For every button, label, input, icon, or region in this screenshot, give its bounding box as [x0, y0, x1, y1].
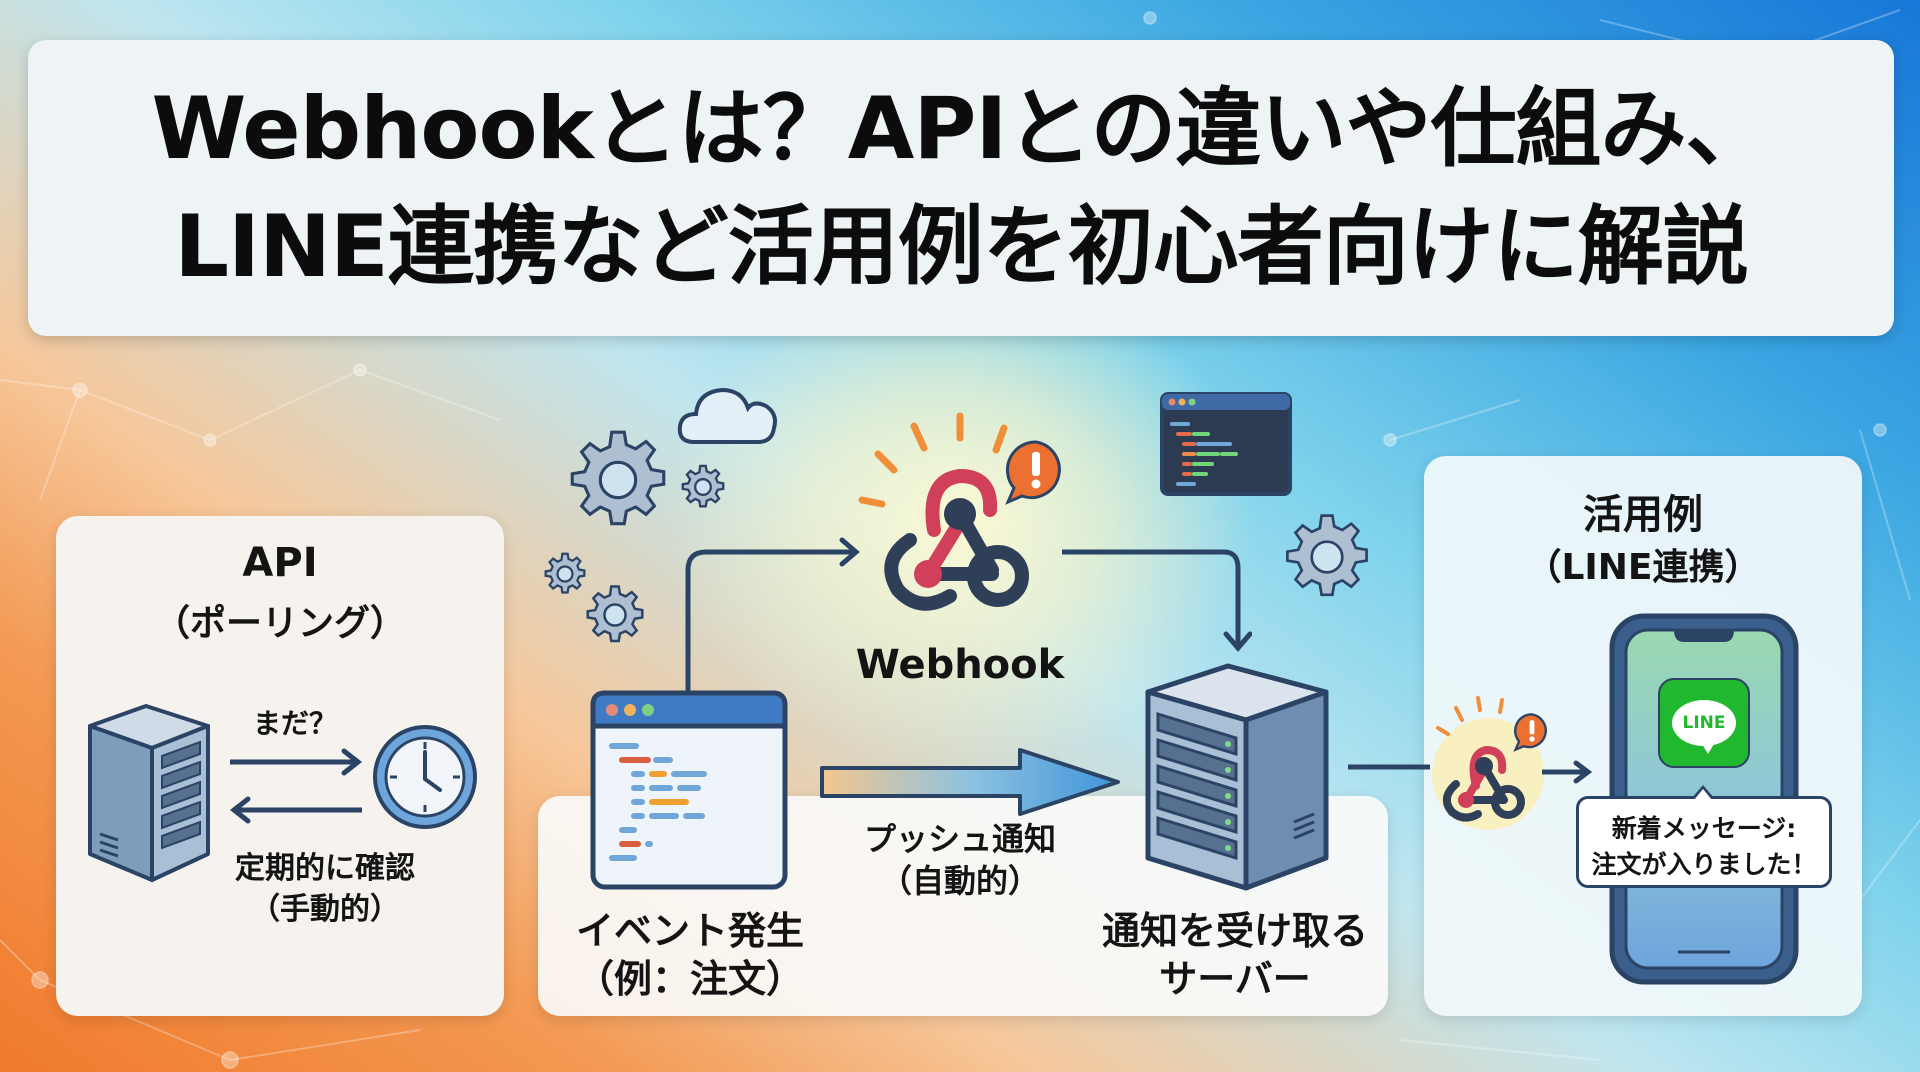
title-line-1: Webhookとは？APIとの違いや仕組み、 [151, 79, 1772, 179]
polling-request-label: まだ？ [252, 707, 337, 740]
webhook-hub-label: Webhook [855, 642, 1065, 688]
api-subheading: （ポーリング） [153, 603, 406, 644]
push-label-line-1: プッシュ通知 [863, 820, 1056, 858]
gear-icon [570, 430, 666, 526]
arrow-right-icon [230, 748, 363, 776]
event-to-webhook-arrow [685, 537, 860, 698]
title-line-2: LINE連携など活用例を初心者向けに解説 [174, 197, 1749, 297]
notification-speech-bubble: 新着メッセージ: 注文が入りました！ [1576, 785, 1832, 888]
push-arrow-icon [820, 748, 1120, 816]
receiver-label-line-1: 通知を受け取る [1101, 909, 1368, 953]
line-app-icon: LINE [1658, 678, 1750, 768]
notification-message-line-1: 新着メッセージ: [1611, 814, 1797, 843]
polling-caption-line-2: （手動的） [250, 892, 400, 927]
arrow-left-icon [229, 796, 362, 824]
event-label-line-1: イベント発生 [575, 909, 804, 953]
line-subheading: （LINE連携） [1525, 547, 1761, 588]
alert-bubble-icon [1005, 440, 1061, 505]
server-icon [88, 704, 210, 882]
alert-bubble-icon [1513, 713, 1547, 752]
gear-icon [681, 464, 725, 508]
webhook-to-server-arrow [1062, 549, 1252, 652]
gear-icon [544, 552, 586, 594]
clock-icon [373, 725, 477, 829]
webhook-icon [858, 412, 1029, 611]
gear-icon [1286, 514, 1368, 597]
api-heading: API [242, 540, 318, 586]
browser-window-icon [590, 690, 788, 890]
receiver-label-line-2: サーバー [1159, 957, 1311, 1001]
server-icon [1145, 663, 1329, 891]
push-label-line-2: （自動的） [879, 862, 1040, 900]
line-app-label: LINE [1682, 713, 1726, 733]
cloud-icon [677, 387, 777, 444]
gear-icon [586, 585, 644, 643]
polling-caption-line-1: 定期的に確認 [235, 851, 415, 886]
title-banner: Webhookとは？APIとの違いや仕組み、 LINE連携など活用例を初心者向け… [28, 40, 1894, 336]
arrow-right-icon [1542, 760, 1592, 784]
notification-message-line-2: 注文が入りました！ [1591, 850, 1817, 879]
code-window-icon [1160, 392, 1292, 496]
server-to-webhook-line [1348, 764, 1430, 770]
line-heading: 活用例 [1583, 492, 1703, 538]
event-label-line-2: （例：注文） [575, 957, 804, 1001]
